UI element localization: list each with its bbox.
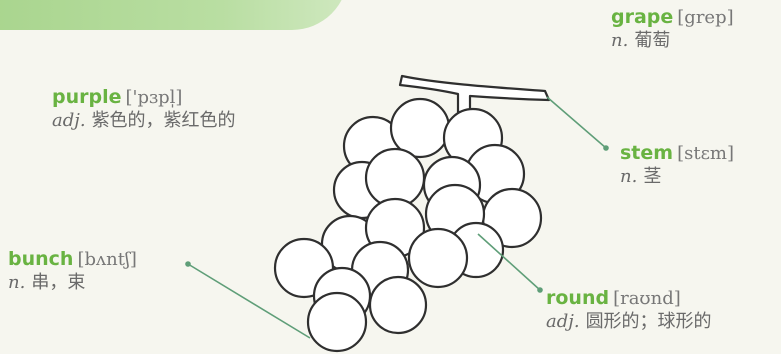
- meaning-grape: 葡萄: [634, 29, 671, 51]
- grape-15: [407, 227, 469, 289]
- ipa-bunch: [bʌntʃ]: [77, 249, 137, 270]
- pos-purple: adj.: [52, 109, 86, 131]
- leader-round: [477, 233, 541, 291]
- grape-stem: [398, 74, 551, 114]
- grape-18: [306, 291, 368, 353]
- pos-bunch: n.: [8, 271, 26, 293]
- pos-stem: n.: [620, 165, 638, 187]
- entry-stem: stem[stɛm] n.茎: [620, 142, 734, 188]
- grape-17: [368, 275, 428, 335]
- word-stem: stem: [620, 142, 674, 164]
- entry-grape: grape[grep] n.葡萄: [611, 6, 734, 52]
- entry-round: round[raʊnd] adj.圆形的；球形的: [546, 287, 712, 333]
- ipa-purple: ['pɜpl̩]: [125, 87, 183, 108]
- title-banner: p: [0, 0, 348, 30]
- word-grape: grape: [611, 6, 674, 28]
- word-round: round: [546, 287, 610, 309]
- meaning-bunch: 串，束: [31, 271, 86, 293]
- word-bunch: bunch: [8, 248, 74, 270]
- leader-dot-round: [537, 287, 543, 293]
- leader-dot-stem: [603, 145, 609, 151]
- ipa-stem: [stɛm]: [677, 143, 734, 164]
- ipa-round: [raʊnd]: [613, 288, 681, 309]
- pos-round: adj.: [546, 310, 580, 332]
- meaning-purple: 紫色的，紫红色的: [91, 109, 236, 131]
- word-purple: purple: [52, 86, 122, 108]
- ipa-grape: [grep]: [677, 7, 734, 28]
- leader-stem: [546, 96, 607, 149]
- entry-bunch: bunch[bʌntʃ] n.串，束: [8, 248, 137, 294]
- leader-dot-bunch: [185, 261, 191, 267]
- meaning-round: 圆形的；球形的: [585, 310, 712, 332]
- leader-bunch: [187, 263, 311, 339]
- entry-purple: purple['pɜpl̩] adj.紫色的，紫红色的: [52, 86, 236, 132]
- meaning-stem: 茎: [643, 165, 662, 187]
- pos-grape: n.: [611, 29, 629, 51]
